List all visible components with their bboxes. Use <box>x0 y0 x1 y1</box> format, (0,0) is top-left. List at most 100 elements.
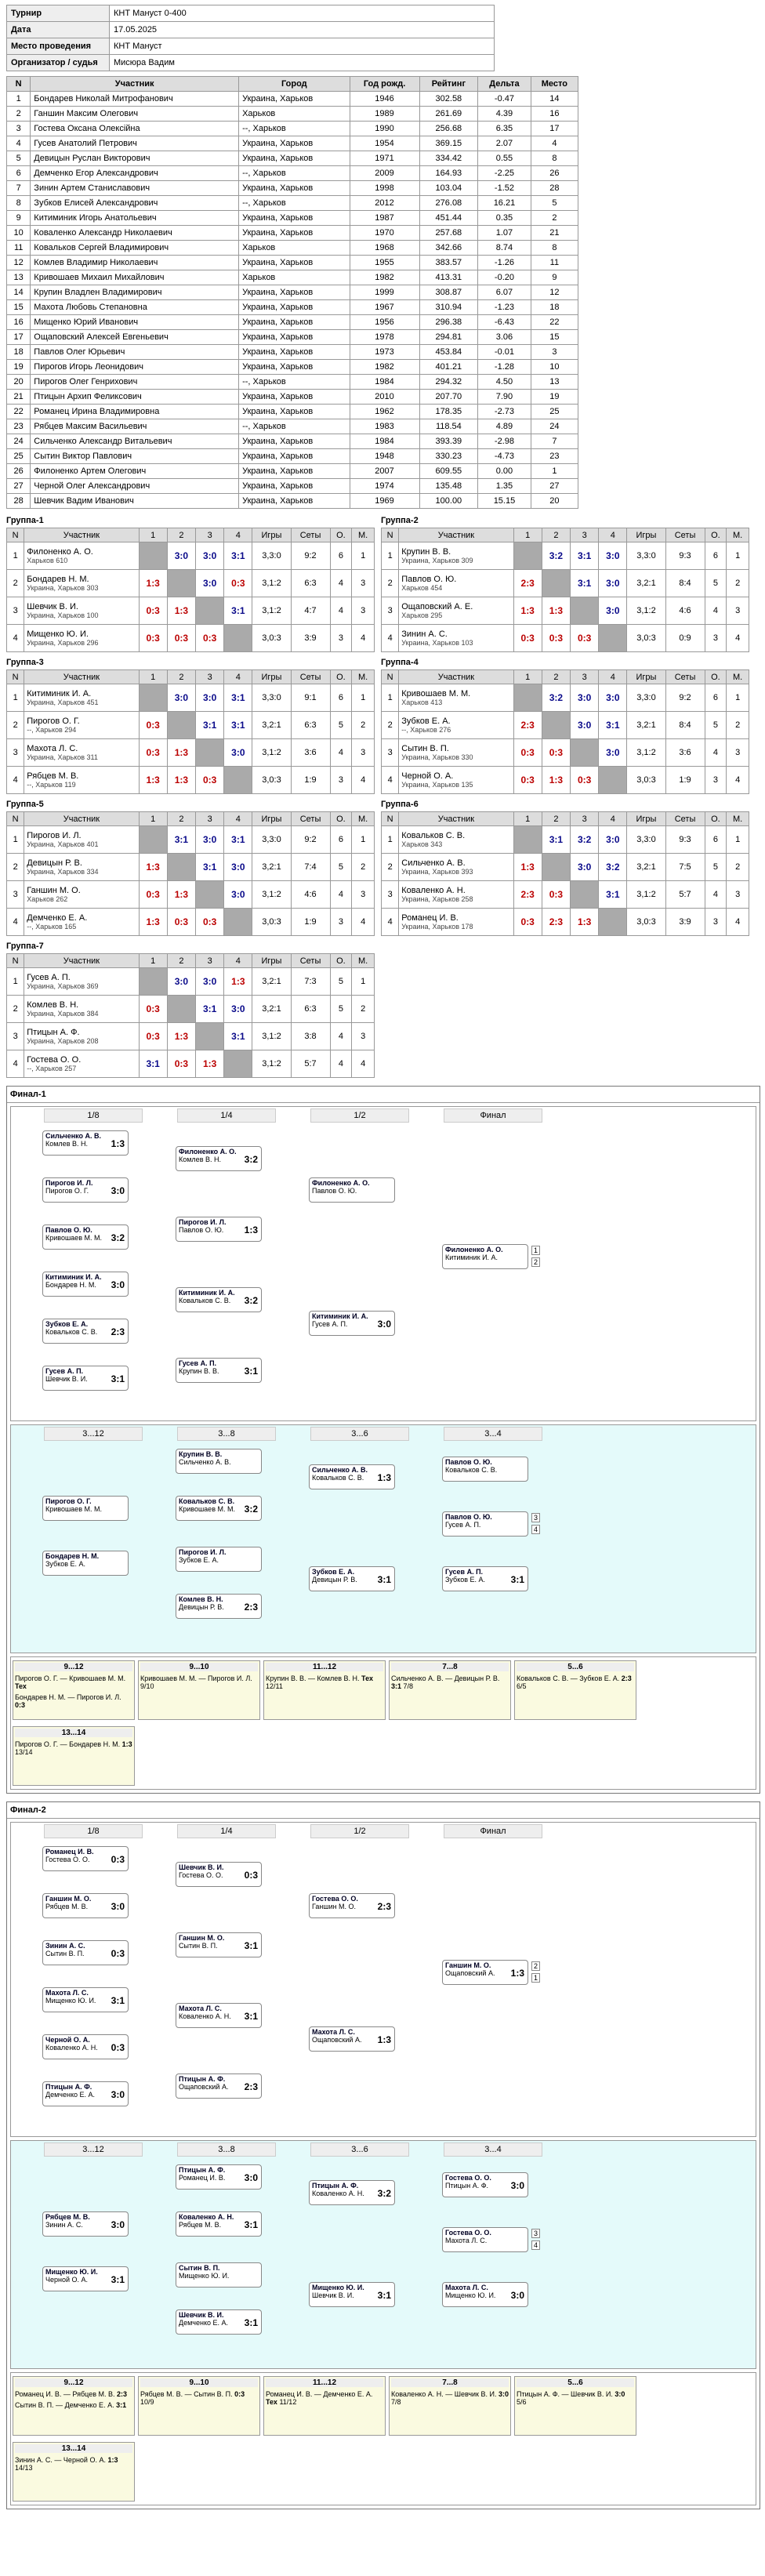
place-match-result: Тех <box>266 2398 277 2406</box>
match-box: Сильченко А. В.Комлев В. Н.1:3 <box>42 1130 129 1156</box>
table-cell: 118.54 <box>419 419 479 434</box>
place-badge: 3 <box>531 2229 541 2238</box>
group-games: 3,2:1 <box>252 711 292 739</box>
table-cell: 15 <box>5 299 31 315</box>
table-cell: 7.90 <box>477 389 531 405</box>
match-player-b: Бондарев Н. М. <box>45 1281 96 1289</box>
player-name: Комлев В. Н. <box>27 1000 79 1010</box>
place-header: 13...14 <box>15 2444 132 2453</box>
match-result: 3:0 <box>111 2089 125 2100</box>
group-score-cell: 3:0 <box>195 825 225 854</box>
match-result: 2:3 <box>111 1326 125 1337</box>
match-player-a: Махота Л. С. <box>179 2005 222 2012</box>
table-cell: 21 <box>530 225 579 241</box>
group-header-cell: М. <box>726 811 749 826</box>
group-player-cell: Сильченко А. В.Украина, Харьков 393 <box>398 853 514 881</box>
group-score: 3:0 <box>577 862 592 873</box>
group-score: 3:1 <box>606 889 620 900</box>
group-score: 3:1 <box>202 720 217 731</box>
player-city: Украина, Харьков 208 <box>27 1037 99 1045</box>
group-score-cell <box>195 1022 225 1050</box>
group-games: 3,3:0 <box>626 825 666 854</box>
table-cell: Украина, Харьков <box>238 344 350 360</box>
group-score-cell: 0:3 <box>223 569 253 597</box>
group-sets: 1:9 <box>290 908 331 936</box>
group-header-cell: 2 <box>166 669 197 684</box>
group-player-cell: Гостева О. О.--, Харьков 257 <box>24 1050 140 1078</box>
match-player-b: Гусев А. П. <box>312 1320 348 1328</box>
player-city: Украина, Харьков 178 <box>401 923 473 931</box>
player-city: --, Харьков 119 <box>27 781 76 789</box>
group-score-cell: 0:3 <box>513 908 542 936</box>
match-box: Мищенко Ю. И.Шевчик В. И.3:1 <box>309 2282 395 2307</box>
group-score: 0:3 <box>577 775 592 785</box>
table-cell: 2010 <box>349 389 420 405</box>
table-cell: 1970 <box>349 225 420 241</box>
group-score-cell: 3:0 <box>570 711 600 739</box>
match-player-a: Зубков Е. А. <box>312 1568 355 1576</box>
player-name: Зинин А. С. <box>401 629 448 639</box>
table-cell: 20 <box>530 493 579 509</box>
table-cell: Гусев Анатолий Петрович <box>30 136 240 151</box>
table-cell: 17 <box>530 121 579 136</box>
match-player-b: Сытин В. П. <box>45 1950 85 1957</box>
group-title: Группа-1 <box>6 516 44 525</box>
match-player-a: Гостева О. О. <box>312 1895 358 1903</box>
table-cell: 1989 <box>349 106 420 122</box>
group-games: 3,1:2 <box>252 880 292 909</box>
table-cell: Украина, Харьков <box>238 314 350 330</box>
table-cell: Пирогов Игорь Леонидович <box>30 359 240 375</box>
place-match: Романец И. В. — Рябцев М. В. 2:3 <box>15 2390 132 2398</box>
match-player-b: Ковальков С. В. <box>445 1466 498 1474</box>
table-cell: 6.35 <box>477 121 531 136</box>
player-city: Харьков 413 <box>401 698 443 706</box>
group-header-cell: Игры <box>626 528 666 542</box>
match-player-b: Сильченко А. В. <box>179 1458 231 1466</box>
table-cell: 1982 <box>349 270 420 285</box>
match-player-a: Махота Л. С. <box>45 1989 89 1997</box>
table-cell: 1.35 <box>477 478 531 494</box>
player-city: Харьков 454 <box>401 584 443 592</box>
group-score-cell: 3:0 <box>598 684 628 712</box>
group-score-cell: 3:1 <box>541 825 571 854</box>
group-score-cell: 3:0 <box>195 569 225 597</box>
table-cell: 20 <box>5 374 31 390</box>
group-player-cell: Зубков Е. А.--, Харьков 276 <box>398 711 514 739</box>
match-player-b: Кривошаев М. М. <box>45 1505 102 1513</box>
player-name: Ганшин М. О. <box>27 886 81 895</box>
table-cell: Павлов Олег Юрьевич <box>30 344 240 360</box>
group-games: 3,1:2 <box>626 597 666 625</box>
match-player-b: Кривошаев М. М. <box>45 1234 102 1242</box>
place-match-text: Бондарев Н. М. — Пирогов И. Л. <box>15 1693 121 1701</box>
match-player-b: Коваленко А. Н. <box>45 2044 98 2052</box>
table-cell: Девицын Руслан Викторович <box>30 151 240 166</box>
group-header-cell: Сеты <box>290 953 331 968</box>
group-score-cell: 0:3 <box>138 597 168 625</box>
group-score-cell: 2:3 <box>513 880 542 909</box>
match-result: 3:0 <box>111 2219 125 2230</box>
player-city: Украина, Харьков 100 <box>27 611 99 619</box>
player-name: Коваленко А. Н. <box>401 886 466 895</box>
group-score: 3:1 <box>231 834 245 845</box>
group-header-cell: 3 <box>570 528 600 542</box>
table-cell: Романец Ирина Владимировна <box>30 404 240 419</box>
table-cell: 9 <box>5 210 31 226</box>
group-points: 4 <box>329 597 353 625</box>
group-place: 1 <box>351 967 375 996</box>
group-header-cell: N <box>380 669 400 684</box>
place-header: 9...12 <box>15 2378 132 2387</box>
group-sets: 5:7 <box>290 1050 331 1078</box>
group-player-cell: Мищенко Ю. И.Украина, Харьков 296 <box>24 624 140 652</box>
match-box: Китиминик И. А.Бондарев Н. М.3:0 <box>42 1272 129 1297</box>
group-games: 3,3:0 <box>252 825 292 854</box>
